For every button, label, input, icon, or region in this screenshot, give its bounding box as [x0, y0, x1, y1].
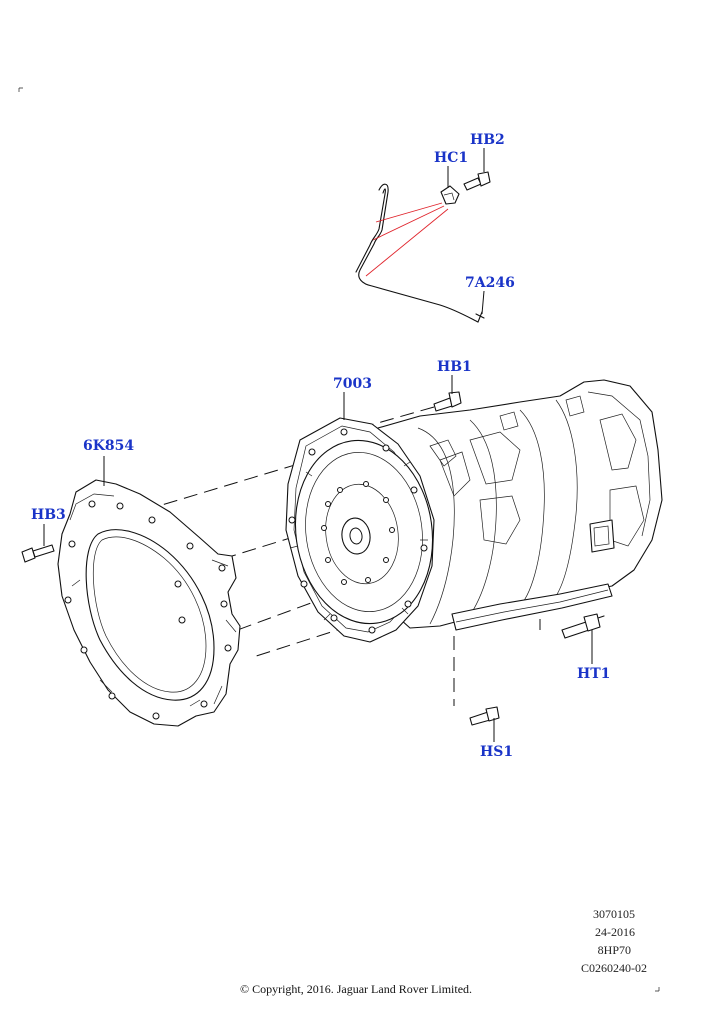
stud-ht1	[561, 613, 605, 639]
vent-tube-7a246	[355, 183, 485, 323]
corner-mark-bottom-right	[655, 987, 660, 992]
callout-hs1[interactable]: HS1	[480, 744, 513, 760]
callout-hb1[interactable]: HB1	[437, 359, 472, 375]
clip-hc1	[440, 185, 460, 205]
dash-line-5	[249, 625, 351, 659]
dash-line-4	[231, 595, 331, 633]
bolt-hb3	[21, 544, 55, 563]
info-line-3: 8HP70	[598, 943, 631, 957]
info-line-2: 24-2016	[595, 925, 635, 939]
copyright-notice: © Copyright, 2016. Jaguar Land Rover Lim…	[240, 982, 472, 996]
callout-7a246[interactable]: 7A246	[465, 275, 515, 291]
info-line-1: 3070105	[593, 907, 635, 921]
corner-mark-top-left	[18, 87, 23, 92]
red-leader-3	[365, 208, 449, 277]
info-line-4: C0260240-02	[581, 961, 647, 975]
callout-hb2[interactable]: HB2	[470, 132, 505, 148]
dash-line-3	[231, 529, 317, 557]
bolt-hb1	[433, 391, 462, 412]
callout-7003[interactable]: 7003	[333, 376, 372, 392]
leader-7a246	[481, 290, 485, 315]
bolt-hb2	[463, 171, 491, 191]
red-leader-2	[372, 205, 445, 241]
transmission-7003	[285, 379, 663, 643]
callout-hb3[interactable]: HB3	[31, 507, 66, 523]
callout-6k854[interactable]: 6K854	[83, 438, 134, 454]
red-leader-1	[375, 202, 443, 223]
bolt-hs1	[469, 706, 500, 726]
bell-housing-6k854	[57, 479, 241, 727]
callout-ht1[interactable]: HT1	[577, 666, 610, 682]
callout-hc1[interactable]: HC1	[434, 150, 468, 166]
